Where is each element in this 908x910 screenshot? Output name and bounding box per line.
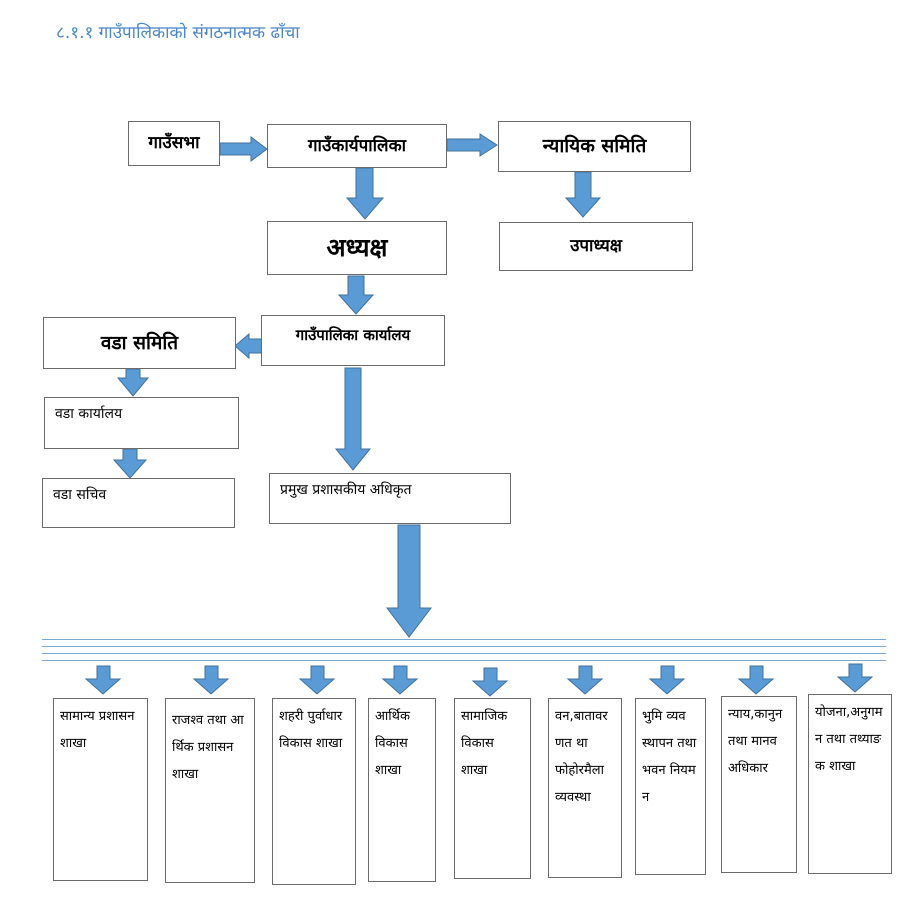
branch-box-9: योजना,अनुगमन तथा तथ्याङक शाखा bbox=[808, 694, 892, 874]
node-karyapalika: गाउँकार्यपालिका bbox=[267, 124, 447, 168]
branch-arrow-9 bbox=[836, 663, 874, 693]
branch-box-3: शहरी पुर्वाधार विकास शाखा bbox=[272, 698, 356, 885]
branch-arrow-3 bbox=[298, 665, 336, 695]
arrow-down-3 bbox=[337, 275, 375, 315]
node-wada-samiti: वडा समिति bbox=[43, 317, 236, 369]
branch-box-7: भुमि व्यवस्थापन तथा भवन नियमन bbox=[635, 698, 706, 875]
node-wada-sachiv: वडा सचिव bbox=[42, 478, 235, 528]
node-upadhyaksha: उपाध्यक्ष bbox=[499, 222, 693, 271]
branch-box-5: सामाजिक विकास शाखा bbox=[454, 698, 531, 879]
arrow-right-2 bbox=[446, 133, 498, 157]
page-title: ८.१.१ गाउँपालिकाको संगठनात्मक ढाँचा bbox=[56, 23, 300, 43]
arrow-down-4 bbox=[116, 368, 150, 397]
node-gaunpalika-karyalaya: गाउँपालिका कार्यालय bbox=[261, 315, 445, 366]
arrow-down-6 bbox=[334, 367, 372, 471]
distribution-line-1 bbox=[42, 639, 886, 640]
arrow-down-7 bbox=[385, 524, 433, 638]
arrow-down-1 bbox=[345, 167, 385, 220]
distribution-line-4 bbox=[42, 660, 886, 661]
branch-arrow-6 bbox=[566, 665, 604, 695]
distribution-line-2 bbox=[42, 646, 886, 647]
branch-arrow-1 bbox=[84, 665, 122, 695]
branch-box-4: आर्थिक विकास शाखा bbox=[368, 698, 436, 882]
node-wada-karyalaya: वडा कार्यालय bbox=[44, 397, 239, 449]
branch-arrow-2 bbox=[192, 665, 230, 695]
arrow-right-1 bbox=[219, 136, 268, 162]
branch-box-8: न्याय,कानुन तथा मानव अधिकार bbox=[721, 696, 797, 873]
arrow-left-1 bbox=[234, 332, 263, 360]
branch-box-6: वन,बातावरणत था फोहोरमैला व्यवस्था bbox=[548, 698, 622, 878]
branch-arrow-8 bbox=[737, 665, 775, 695]
node-gaunsabha: गाउँसभा bbox=[128, 121, 220, 166]
branch-arrow-5 bbox=[471, 667, 509, 697]
arrow-down-2 bbox=[564, 171, 602, 218]
arrow-down-5 bbox=[112, 448, 148, 479]
node-adhyaksha: अध्यक्ष bbox=[267, 221, 447, 275]
node-pramukh: प्रमुख प्रशासकीय अधिकृत bbox=[269, 473, 511, 524]
node-nyayik-samiti: न्यायिक समिति bbox=[498, 121, 691, 172]
branch-box-2: राजश्व तथा आर्थिक प्रशासन शाखा bbox=[165, 698, 255, 883]
branch-arrow-7 bbox=[648, 665, 686, 695]
branch-box-1: सामान्य प्रशासन शाखा bbox=[53, 698, 148, 881]
branch-arrow-4 bbox=[381, 665, 419, 695]
distribution-line-3 bbox=[42, 653, 886, 654]
